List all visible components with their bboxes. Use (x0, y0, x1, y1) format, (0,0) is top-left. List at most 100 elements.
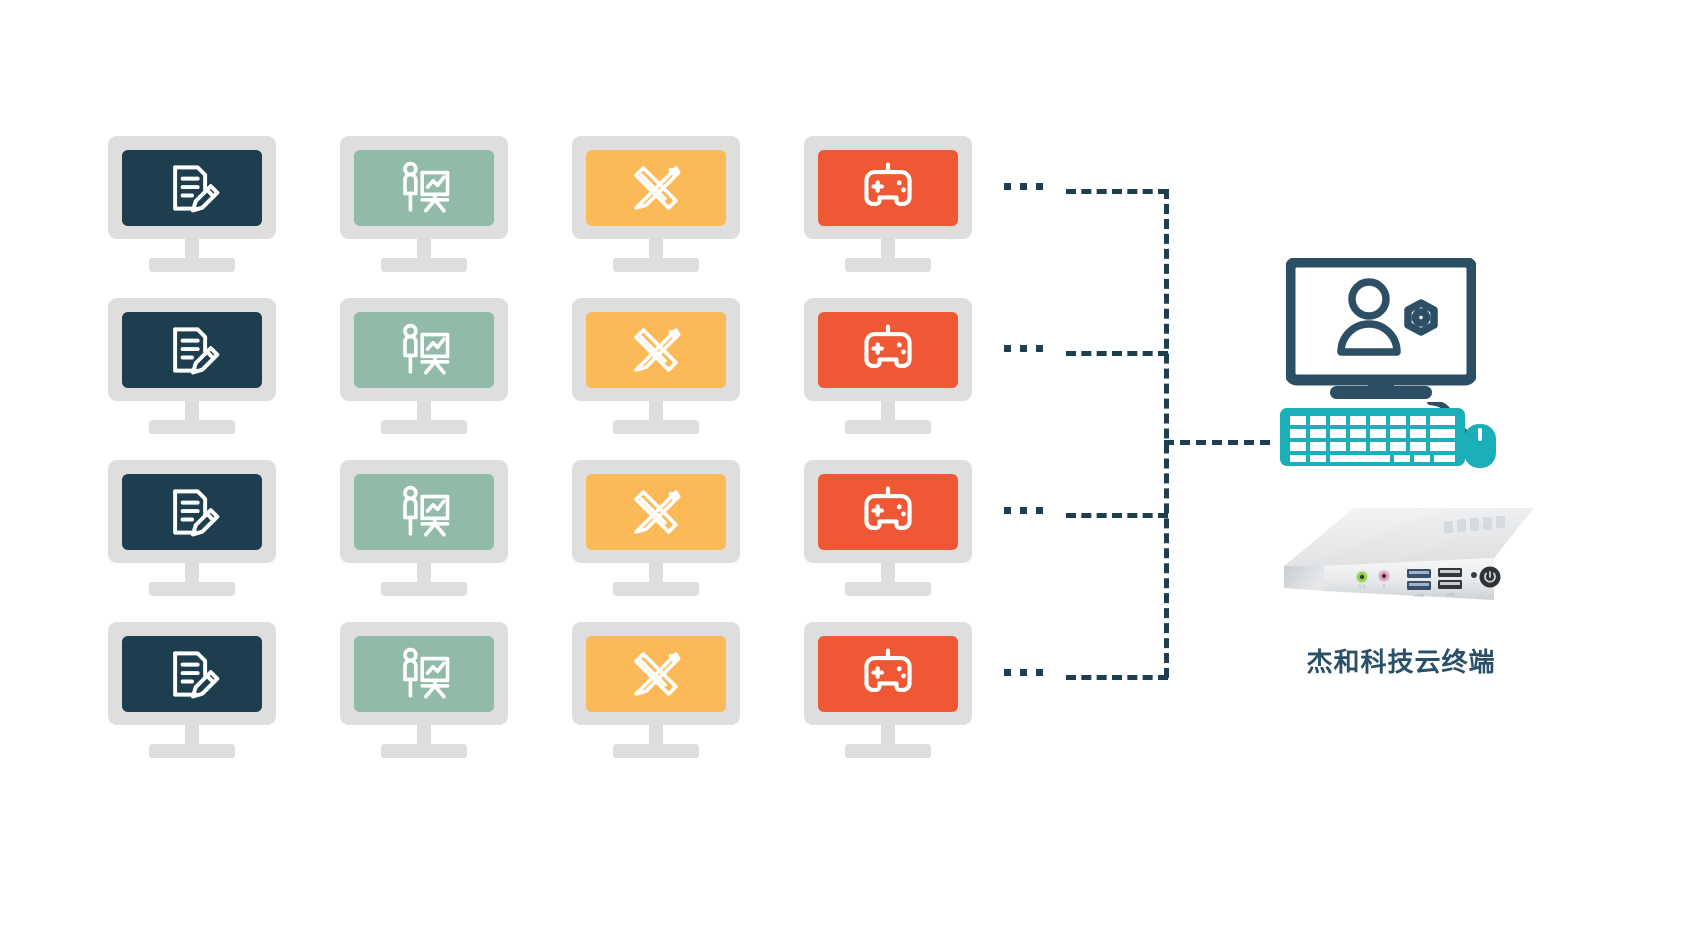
monitor-neck (881, 563, 895, 586)
user-gear-icon (1337, 278, 1438, 356)
monitor-screen (818, 635, 958, 712)
monitor-base (845, 582, 931, 596)
monitor-bezel (340, 460, 508, 563)
connector-branch-row3 (1066, 513, 1168, 518)
presentation-icon (395, 321, 453, 379)
presentation-icon (395, 159, 453, 217)
client-monitor[interactable] (108, 622, 276, 758)
mouse-icon (1464, 424, 1496, 468)
client-monitor[interactable] (340, 136, 508, 272)
connector-branch-row2 (1066, 351, 1168, 356)
monitor-base (381, 582, 467, 596)
client-monitor[interactable] (804, 622, 972, 758)
monitor-base (381, 744, 467, 758)
svg-text:USB: USB (1414, 593, 1423, 598)
monitor-neck (881, 725, 895, 748)
pencil-ruler-icon (627, 159, 685, 217)
monitor-screen (122, 149, 262, 226)
monitor-screen (586, 473, 726, 550)
monitor-base (613, 582, 699, 596)
pencil-ruler-icon (627, 645, 685, 703)
monitor-screen (354, 311, 494, 388)
monitor-bezel (108, 136, 276, 239)
gamepad-icon (858, 482, 918, 542)
monitor-neck (185, 239, 199, 262)
client-monitor[interactable] (108, 460, 276, 596)
monitor-bezel (340, 622, 508, 725)
monitor-screen (586, 635, 726, 712)
monitor-neck (649, 725, 663, 748)
client-monitor[interactable] (108, 136, 276, 272)
row-ellipsis (1004, 345, 1043, 352)
monitor-bezel (108, 298, 276, 401)
monitor-bezel (572, 622, 740, 725)
host-keyboard[interactable] (1280, 399, 1500, 468)
mini-pc-device[interactable]: (( )) ● USB USB ○ (1262, 488, 1540, 633)
monitor-neck (649, 239, 663, 262)
host-label: 杰和科技云终端 (1306, 648, 1496, 678)
connector-branch-row1 (1066, 189, 1168, 194)
monitor-screen (818, 149, 958, 226)
monitor-neck (417, 401, 431, 424)
monitor-base (149, 258, 235, 272)
client-monitor[interactable] (572, 298, 740, 434)
client-monitor[interactable] (340, 298, 508, 434)
monitor-base (381, 258, 467, 272)
svg-text:USB: USB (1445, 592, 1454, 597)
monitor-base (613, 744, 699, 758)
host-monitor-graphic (1284, 256, 1478, 399)
monitor-screen (818, 311, 958, 388)
document-pencil-icon (162, 644, 222, 704)
monitor-bezel (804, 622, 972, 725)
pencil-ruler-icon (627, 483, 685, 541)
monitor-bezel (804, 460, 972, 563)
svg-text:(( )): (( )) (1358, 584, 1366, 589)
connector-backbone (1164, 189, 1169, 678)
monitor-neck (417, 725, 431, 748)
monitor-base (613, 258, 699, 272)
client-monitor[interactable] (572, 460, 740, 596)
host-cluster: (( )) ● USB USB ○ 杰和科技云终端 (1262, 250, 1562, 720)
monitor-neck (185, 563, 199, 586)
presentation-icon (395, 483, 453, 541)
gamepad-icon (858, 320, 918, 380)
svg-text:●: ● (1383, 583, 1386, 588)
monitor-screen (586, 311, 726, 388)
host-monitor[interactable] (1284, 256, 1478, 406)
monitor-screen (122, 635, 262, 712)
monitor-bezel (804, 136, 972, 239)
monitor-neck (417, 563, 431, 586)
client-monitor[interactable] (804, 460, 972, 596)
monitor-bezel (804, 298, 972, 401)
pencil-ruler-icon (627, 321, 685, 379)
connector-branch-row4 (1066, 675, 1168, 680)
client-monitor[interactable] (804, 298, 972, 434)
keyboard-mouse-graphic (1280, 399, 1496, 468)
client-monitor[interactable] (340, 622, 508, 758)
client-monitor[interactable] (804, 136, 972, 272)
monitor-neck (417, 239, 431, 262)
document-pencil-icon (162, 158, 222, 218)
monitor-base (845, 744, 931, 758)
monitor-base (845, 258, 931, 272)
client-monitor[interactable] (108, 298, 276, 434)
monitor-screen (354, 149, 494, 226)
client-monitor[interactable] (340, 460, 508, 596)
monitor-base (845, 420, 931, 434)
monitor-bezel (572, 136, 740, 239)
status-led (1471, 572, 1477, 578)
connector-to-host (1164, 440, 1270, 445)
monitor-base (381, 420, 467, 434)
monitor-bezel (340, 298, 508, 401)
monitor-screen (586, 149, 726, 226)
monitor-bezel (340, 136, 508, 239)
monitor-screen (122, 473, 262, 550)
monitor-screen (354, 635, 494, 712)
monitor-base (149, 744, 235, 758)
monitor-screen (818, 473, 958, 550)
document-pencil-icon (162, 320, 222, 380)
client-monitor[interactable] (572, 622, 740, 758)
monitor-screen (354, 473, 494, 550)
client-monitor[interactable] (572, 136, 740, 272)
